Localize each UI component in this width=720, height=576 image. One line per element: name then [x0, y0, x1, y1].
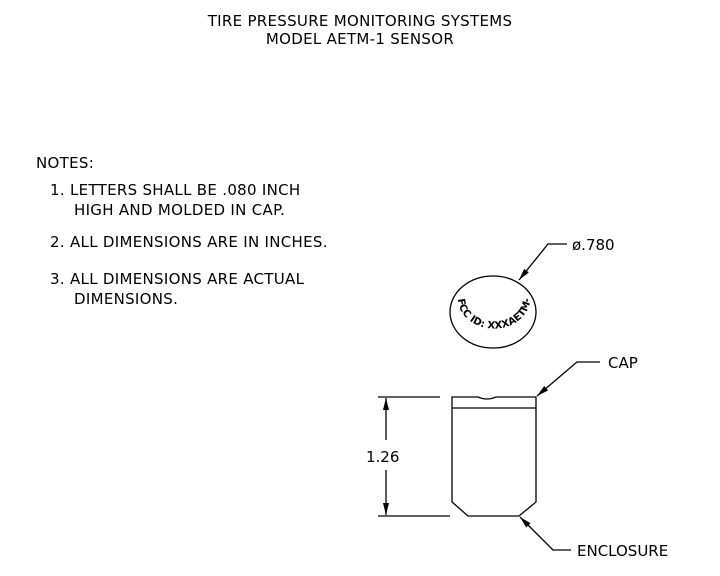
- cap-top-view: [449, 275, 537, 349]
- notes-heading: NOTES:: [36, 154, 95, 172]
- enclosure-label: ENCLOSURE: [577, 542, 668, 560]
- diameter-leader: [518, 243, 567, 281]
- note-3-line-2: DIMENSIONS.: [74, 290, 179, 308]
- cap-leader: [536, 361, 600, 397]
- cap-marking: FCC ID: XXXAETM-1: [0, 0, 533, 332]
- note-1-line-2: HIGH AND MOLDED IN CAP.: [74, 201, 286, 219]
- enclosure-outline: [451, 396, 537, 517]
- height-dimension-label: 1.26: [366, 448, 399, 466]
- note-3-line-1: 3. ALL DIMENSIONS ARE ACTUAL: [50, 270, 305, 288]
- title-line-1: TIRE PRESSURE MONITORING SYSTEMS: [207, 12, 513, 30]
- note-2: 2. ALL DIMENSIONS ARE IN INCHES.: [50, 233, 328, 251]
- diameter-label: ø.780: [572, 236, 615, 254]
- note-1-line-1: 1. LETTERS SHALL BE .080 INCH: [50, 181, 301, 199]
- enclosure-leader: [519, 516, 571, 551]
- cap-label: CAP: [608, 354, 638, 372]
- title-line-2: MODEL AETM-1 SENSOR: [265, 30, 455, 48]
